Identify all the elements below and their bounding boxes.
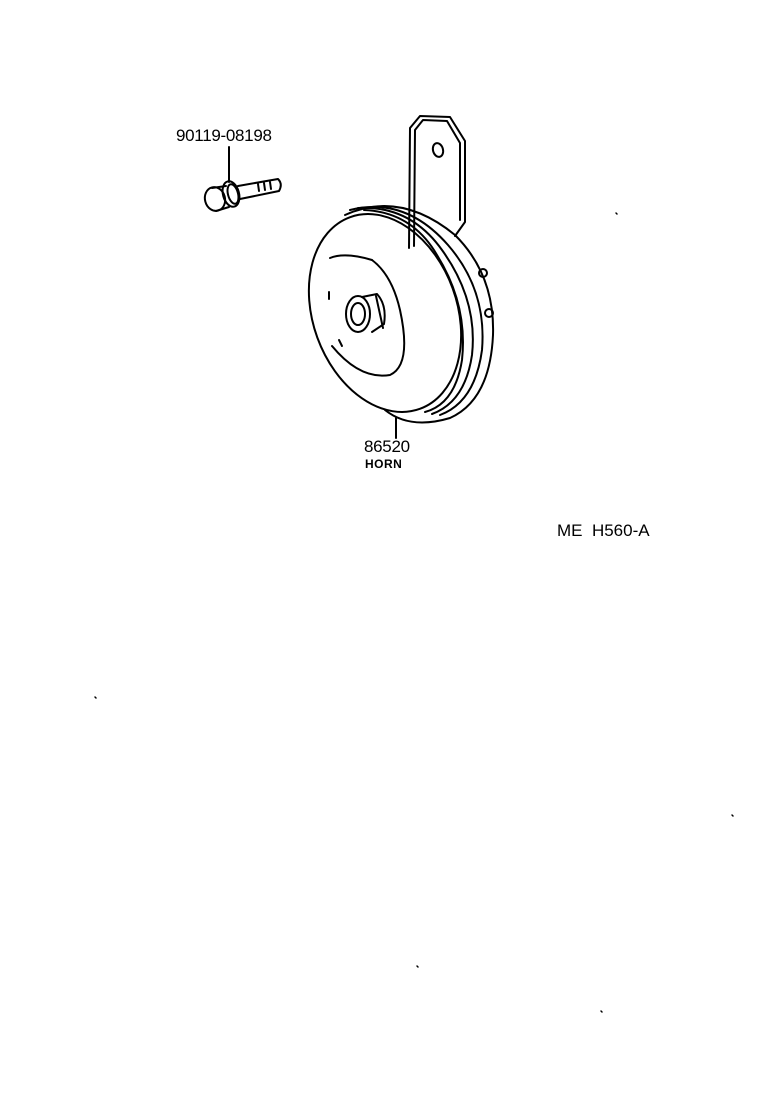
diagram-reference-code: ME H560-A bbox=[557, 521, 650, 540]
horn-part-name: HORN bbox=[365, 457, 403, 471]
bolt-illustration bbox=[203, 146, 282, 212]
bolt-part-number: 90119-08198 bbox=[176, 126, 272, 145]
horn-part-number: 86520 bbox=[364, 437, 410, 456]
scan-artifacts bbox=[94, 212, 734, 1013]
horn-illustration bbox=[307, 115, 495, 439]
